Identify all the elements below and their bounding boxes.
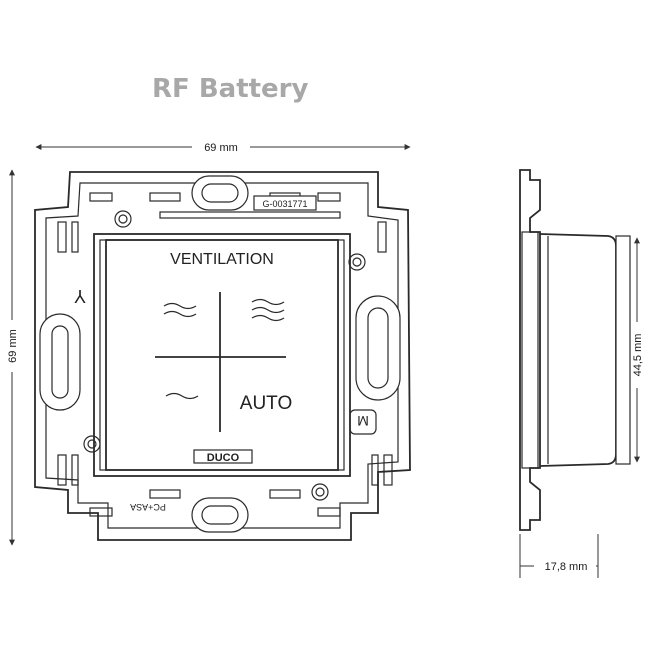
side-view: [519, 169, 631, 531]
depth-label: 17,8 mm: [545, 561, 588, 573]
brand-logo: DUCO: [207, 452, 240, 464]
y-symbol: Y: [74, 286, 86, 306]
depth-height-label: 44,5 mm: [632, 334, 644, 377]
speed-1-icon: [165, 392, 199, 400]
screw-hole-top-right: [348, 253, 366, 271]
speed-3-icon: [251, 298, 285, 322]
screw-hole-top-left: [114, 210, 132, 228]
depth-dimension: 17,8 mm: [519, 534, 599, 578]
material-marking: PC+ASA: [130, 502, 166, 512]
height-dimension-label: 69 mm: [7, 329, 19, 363]
product-code: G-0031771: [262, 199, 307, 209]
width-dimension: 69 mm: [35, 142, 411, 154]
top-slot: [191, 175, 249, 211]
bottom-slot: [191, 497, 249, 533]
left-slot: [39, 313, 81, 411]
m-label: M: [357, 413, 369, 429]
ventilation-label: VENTILATION: [170, 251, 274, 268]
side-body: [539, 233, 617, 467]
screw-hole-bottom-right: [311, 483, 329, 501]
speed-2-icon: [163, 302, 197, 318]
depth-height-dimension: 44,5 mm: [632, 237, 644, 463]
mounting-plate: [34, 171, 411, 541]
screw-hole-bottom-left: [83, 435, 101, 453]
height-dimension: 69 mm: [7, 169, 19, 546]
side-plate: [519, 169, 541, 531]
width-dimension-label: 69 mm: [204, 142, 238, 154]
auto-label: AUTO: [240, 393, 292, 414]
front-view: G-0031771 Y M PC+ASA VENTILATION: [34, 171, 411, 541]
switch-cover: [93, 233, 351, 477]
right-slot: [355, 295, 401, 401]
page-title: RF Battery: [152, 74, 309, 104]
